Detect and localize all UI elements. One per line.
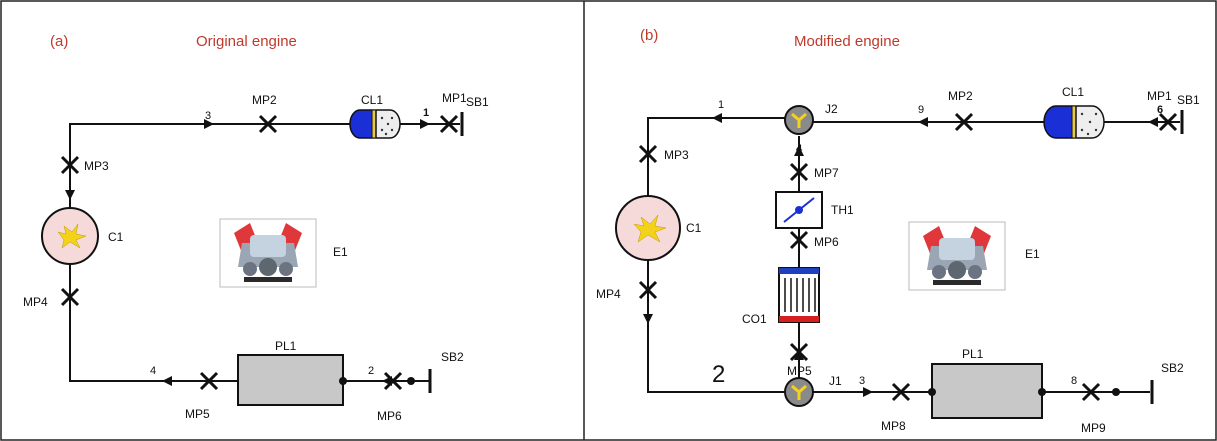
wire-top-a [69, 123, 460, 208]
label-j1: J1 [829, 374, 842, 388]
label-th1: TH1 [831, 203, 854, 217]
label-e1: E1 [333, 245, 348, 259]
engine-icon [908, 221, 1006, 291]
junction-icon [783, 376, 815, 408]
label-mp4: MP4 [23, 295, 48, 309]
label-pl1: PL1 [275, 339, 297, 353]
label-node-4: 4 [150, 365, 156, 377]
panel-b-title: Modified engine [794, 33, 900, 50]
pipe-component [237, 354, 344, 406]
label-sb2: SB2 [441, 350, 464, 364]
label-node-9: 9 [918, 104, 924, 116]
cylinder-icon [349, 109, 401, 139]
label-mp8: MP8 [881, 419, 906, 433]
wire-left-a [69, 264, 238, 382]
label-node-1: 1 [423, 107, 429, 119]
flow-arrow [204, 119, 214, 129]
label-j2: J2 [825, 102, 838, 116]
label-mp3: MP3 [664, 148, 689, 162]
flow-arrow [918, 117, 928, 127]
panel-a-title: Original engine [196, 33, 297, 50]
label-c1: C1 [108, 230, 124, 244]
flow-arrow [712, 113, 722, 123]
pipe-component [931, 363, 1043, 419]
label-e1: E1 [1025, 247, 1040, 261]
label-node-3: 3 [205, 110, 211, 122]
flow-arrow [643, 314, 653, 324]
flow-arrow [863, 387, 873, 397]
flow-arrow [794, 350, 804, 360]
label-mp6: MP6 [814, 235, 839, 249]
label-mp7: MP7 [814, 166, 839, 180]
wire-left-b [647, 258, 785, 393]
label-sb2: SB2 [1161, 361, 1184, 375]
flow-arrow [794, 146, 804, 156]
label-node-6: 6 [1157, 104, 1163, 116]
flow-arrow [162, 376, 172, 386]
wire-top-left-b [647, 117, 785, 200]
label-node-4: 4 [796, 143, 803, 155]
label-co1: CO1 [742, 312, 767, 326]
panel-a: (a) Original engine [23, 33, 489, 423]
throttle-icon [775, 191, 823, 229]
label-mp4: MP4 [596, 287, 621, 301]
label-pl1: PL1 [962, 347, 984, 361]
label-mp1: MP1 [442, 91, 467, 105]
label-mp3: MP3 [84, 159, 109, 173]
label-node-1: 1 [718, 99, 724, 111]
label-sb1: SB1 [1177, 93, 1200, 107]
label-node-2: 2 [368, 365, 374, 377]
label-mp1: MP1 [1147, 89, 1172, 103]
cylinder-icon [1043, 105, 1105, 139]
label-mp9: MP9 [1081, 421, 1106, 435]
flow-arrow [65, 190, 75, 200]
label-mp5: MP5 [787, 364, 812, 378]
flow-arrow [420, 119, 430, 129]
label-c1: C1 [686, 221, 702, 235]
label-mp2: MP2 [948, 89, 973, 103]
combustion-chamber-icon [41, 207, 99, 265]
label-mp6: MP6 [377, 409, 402, 423]
label-mp5: MP5 [185, 407, 210, 421]
panel-b: (b) Modified engine [596, 27, 1200, 435]
label-mp2: MP2 [252, 93, 277, 107]
combustion-chamber-icon [615, 195, 681, 261]
label-sb1: SB1 [466, 95, 489, 109]
label-node-8: 8 [1071, 375, 1077, 387]
label-node-2: 2 [712, 361, 725, 388]
label-node-3: 3 [859, 375, 865, 387]
panel-a-label: (a) [50, 33, 68, 50]
label-cl1: CL1 [1062, 85, 1084, 99]
cooler-icon [778, 267, 820, 323]
flow-arrow [1148, 117, 1158, 127]
engine-icon [219, 218, 317, 288]
junction-icon [783, 104, 815, 136]
label-cl1: CL1 [361, 93, 383, 107]
panel-b-label: (b) [640, 27, 658, 44]
